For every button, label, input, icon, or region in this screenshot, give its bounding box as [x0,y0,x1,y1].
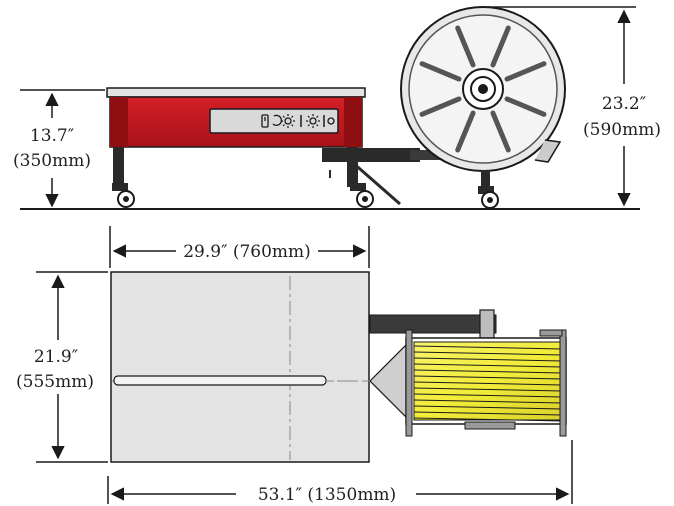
reel-spoke [490,110,511,153]
coil-winding [413,405,563,410]
control-panel [209,108,339,134]
caster-wheel [350,183,374,208]
side-view: 13.7″ (350mm) 23.2″ (590mm) [13,6,661,210]
coil-winding [413,381,563,386]
coil-winding [413,357,563,362]
coil-winding [413,363,563,368]
overall-height-label-imperial: 23.2″ [602,94,646,114]
power-switch-icon [261,114,269,128]
table-height-label-metric: (350mm) [13,151,91,171]
coil-winding [413,399,563,404]
overall-height-label-metric: (590mm) [583,120,661,140]
overall-height-dimension: 23.2″ (590mm) [488,6,661,207]
table-depth-dimension: 21.9″ (555mm) [16,271,108,463]
reel-spoke [504,61,547,82]
table-width-label: 29.9″ (760mm) [183,242,311,262]
caster-wheel [478,186,499,209]
reel-spoke [455,110,476,153]
strap-coil [405,329,567,437]
table-height-label-imperial: 13.7″ [30,126,74,146]
reel-spoke [419,61,462,82]
table-depth-label-metric: (555mm) [16,372,94,392]
machine-body [106,87,366,148]
reel-spoke [504,96,547,117]
overall-length-dimension: 53.1″ (1350mm) [107,440,573,505]
reel-spoke [455,25,476,68]
machine-legs [113,147,358,187]
reel-stand-leg [481,170,490,194]
indicator-icon [323,115,335,127]
coil-winding [413,351,563,356]
coil-winding [413,369,563,374]
caster-wheel [112,183,135,208]
strap-reel [400,6,566,172]
strap-slot [113,375,327,386]
dispenser-arm [326,309,497,423]
coil-winding [413,411,563,416]
reset-icon [272,114,302,127]
sun-icon [306,114,320,128]
table-height-dimension: 13.7″ (350mm) [13,89,105,208]
overall-length-label: 53.1″ (1350mm) [258,485,396,505]
coil-winding [413,387,563,392]
reel-spoke [419,96,462,117]
coil-winding [413,393,563,398]
table-width-dimension: 29.9″ (760mm) [109,226,370,268]
coil-winding [413,417,563,422]
top-view: 29.9″ (760mm) 2 [16,226,573,505]
coil-winding [413,345,563,350]
table-depth-label-imperial: 21.9″ [34,347,78,367]
reel-spoke [490,25,511,68]
coil-winding [413,375,563,380]
table-top [110,271,370,463]
